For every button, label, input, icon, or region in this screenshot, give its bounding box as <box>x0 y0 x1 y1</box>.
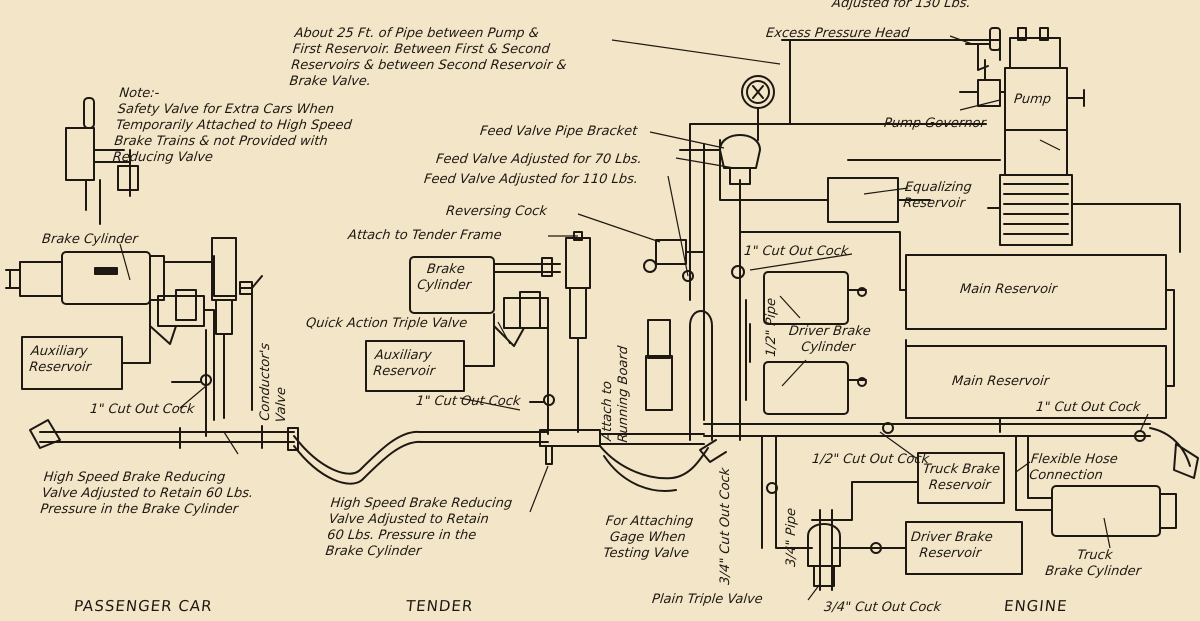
tender-auxiliary-reservoir <box>365 313 495 392</box>
label-adjusted-130: Adjusted for 130 Lbs. <box>831 0 972 11</box>
engine-driver-brake-cylinders <box>745 271 867 415</box>
label-half-pipe: 1/2" Pipe <box>764 297 779 358</box>
label-driver-brake-reservoir: Driver Brake Reservoir <box>910 530 994 561</box>
label-attaching-gage: For Attaching Gage When Testing Valve <box>602 514 694 561</box>
car-train-line <box>29 419 423 485</box>
section-engine: ENGINE <box>1003 597 1069 615</box>
engine-pump-governor <box>959 59 1006 107</box>
engine-equalizing-reservoir <box>827 177 931 223</box>
label-conductors-valve: Conductor's Valve <box>258 342 289 424</box>
section-passenger-car: PASSENGER CAR <box>73 597 214 615</box>
car-reducing-valve <box>163 237 237 419</box>
label-plain-triple-valve: Plain Triple Valve <box>651 592 764 607</box>
engine-lower-piping <box>761 435 1053 591</box>
engine-driver-brake-reservoir <box>905 521 1023 575</box>
label-three-quarter-pipe: 3/4" Pipe <box>784 507 799 568</box>
label-car-reducing-valve: High Speed Brake Reducing Valve Adjusted… <box>39 470 254 517</box>
tender-brake-cylinder <box>409 256 561 314</box>
car-brake-cylinder <box>5 251 165 305</box>
label-pipe-note: About 25 Ft. of Pipe between Pump & Firs… <box>288 26 568 89</box>
label-car-auxiliary-reservoir: Auxiliary Reservoir <box>28 344 92 375</box>
label-truck-brake-cylinder: Truck Brake Cylinder <box>1044 548 1142 579</box>
label-flexible-hose: Flexible Hose Connection <box>1028 452 1119 483</box>
label-half-cut-out-cock: 1/2" Cut Out Cock <box>811 452 930 467</box>
label-feed-valve-pipe-bracket: Feed Valve Pipe Bracket <box>479 124 638 139</box>
engine-plain-triple-valve <box>807 523 841 587</box>
section-tender: TENDER <box>405 597 475 615</box>
label-tender-brake-cylinder: Brake Cylinder <box>416 262 472 293</box>
label-quick-action-triple-valve: Quick Action Triple Valve <box>305 316 469 331</box>
tender-reducing-valve <box>565 231 591 433</box>
engine-truck-brake-cylinder <box>1051 485 1177 537</box>
engine-train-line <box>699 423 1199 479</box>
car-safety-valve <box>65 97 139 225</box>
engine-feed-valve <box>643 239 705 282</box>
label-attach-tender-frame: Attach to Tender Frame <box>347 228 503 243</box>
engine-main-reservoirs <box>905 254 1175 433</box>
label-equalizing-reservoir: Equalizing Reservoir <box>902 180 973 211</box>
label-safety-valve-note: Note:- Safety Valve for Extra Cars When … <box>111 86 353 165</box>
label-feed-valve-110: Feed Valve Adjusted for 110 Lbs. <box>423 172 639 187</box>
label-pump-governor: Pump Governor <box>883 116 987 131</box>
engine-truck-brake-reservoir <box>917 452 1005 504</box>
label-feed-valve-70: Feed Valve Adjusted for 70 Lbs. <box>435 152 643 167</box>
engine-excess-pressure-head <box>965 27 1001 71</box>
label-main-reservoir-2: Main Reservoir <box>951 374 1050 389</box>
engine-brake-valve <box>679 134 761 185</box>
label-truck-brake-reservoir: Truck Brake Reservoir <box>922 462 1001 493</box>
car-cut-out-cock <box>171 329 212 437</box>
label-pump: Pump <box>1013 92 1052 107</box>
label-car-brake-cylinder: Brake Cylinder <box>41 232 139 247</box>
label-attach-running-board: Attach to Running Board <box>600 345 631 444</box>
engine-pump <box>987 27 1181 253</box>
label-tender-auxiliary-reservoir: Auxiliary Reservoir <box>372 348 436 379</box>
label-engine-cut-out-cock-top: 1" Cut Out Cock <box>743 244 850 259</box>
label-tender-cut-out-cock: 1" Cut Out Cock <box>415 394 522 409</box>
tender-train-line <box>419 394 709 492</box>
car-conductors-valve <box>239 275 263 411</box>
label-driver-brake-cylinder: Driver Brake Cylinder <box>788 324 872 355</box>
label-reversing-cock: Reversing Cock <box>445 204 548 219</box>
car-triple-valve <box>149 255 237 421</box>
label-engine-cut-out-cock-right: 1" Cut Out Cock <box>1035 400 1142 415</box>
label-three-quarter-cut-out-cock-vert: 3/4" Cut Out Cock <box>718 467 733 586</box>
car-auxiliary-reservoir <box>21 299 151 390</box>
label-main-reservoir-1: Main Reservoir <box>959 282 1058 297</box>
tender-gage-fitting <box>645 310 713 441</box>
label-car-cut-out-cock: 1" Cut Out Cock <box>89 402 196 417</box>
label-tender-reducing-valve: High Speed Brake Reducing Valve Adjusted… <box>324 496 513 559</box>
tender-triple-valve <box>493 291 549 435</box>
label-excess-pressure-head: Excess Pressure Head <box>765 26 911 41</box>
label-three-quarter-cut-out-cock: 3/4" Cut Out Cock <box>823 600 942 615</box>
engine-pressure-gage <box>741 75 775 141</box>
